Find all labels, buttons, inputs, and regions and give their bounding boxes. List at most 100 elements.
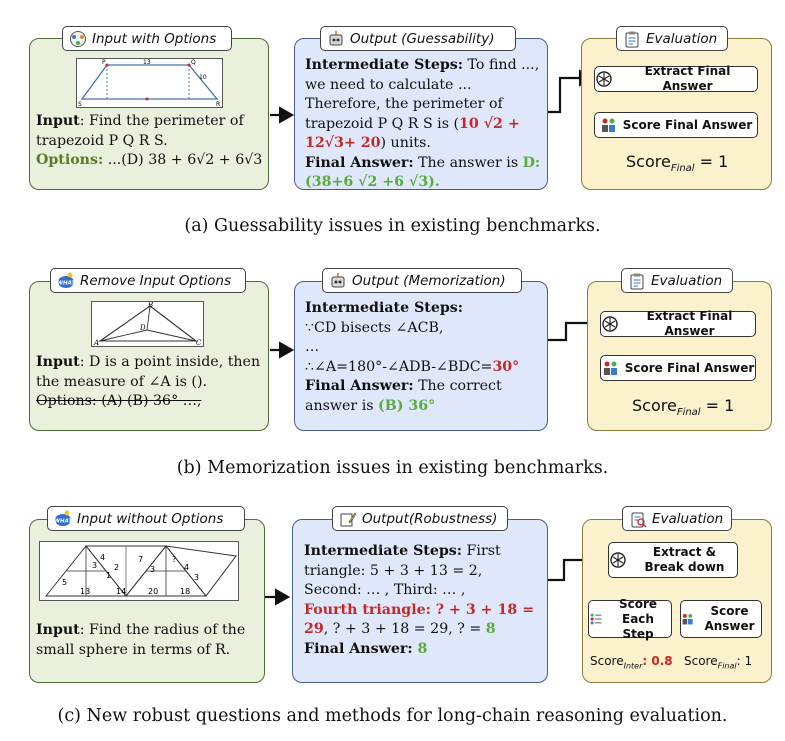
puzzle-num-q: ? [172, 555, 176, 564]
steps-red-a: 10 √2 + 12√3+ 20 [305, 115, 520, 152]
output-text-b: Intermediate Steps: ∵CD bisects ∠ACB, … … [305, 299, 543, 416]
fig-label-r: R [216, 101, 220, 107]
output-tag-c: Output(Robustness) [332, 506, 508, 531]
puzzle-num-4b: 4 [184, 563, 189, 572]
fig-label-10: 10 [199, 74, 207, 81]
puzzle-num-3a: 3 [92, 561, 97, 570]
input-label-c: Input [36, 622, 80, 638]
output-tag-c-label: Output(Robustness) [362, 510, 498, 527]
score-sub-b: Final [676, 407, 701, 419]
steps-line1-b: ∵CD bisects ∠ACB, [305, 319, 444, 336]
eval-tag-b: Evaluation [621, 268, 733, 293]
score-each-step-c: Score Each Step [588, 597, 672, 641]
input-tag-b-label: Remove Input Options [80, 272, 232, 289]
openai-icon [596, 71, 612, 87]
output-tag-b-label: Output (Memorization) [352, 272, 506, 289]
final-green-c: 8 [412, 640, 428, 657]
steps-line-end-c: , ? + 3 + 18 = 29, ? = [323, 621, 486, 637]
score-answer-c-label: Score Answer [704, 604, 755, 633]
step-list-icon [590, 613, 602, 625]
score-final-answer-a: Score Final Answer [594, 112, 758, 138]
clipboard-icon-b [630, 273, 644, 289]
steps-end-a: ) units. [380, 135, 431, 151]
puzzle-num-7: 7 [138, 555, 143, 564]
extract-final-answer-a: Extract Final Answer [594, 64, 758, 93]
score-answer-c: Score Answer [680, 600, 762, 638]
puzzle-num-4a: 4 [100, 553, 105, 562]
score-each-step-c-label: Score Each Step [618, 596, 658, 641]
input-text-c: Input: Find the radius of the small sphe… [36, 621, 262, 660]
extract-final-answer-a-label: Extract Final Answer [644, 64, 731, 93]
input-tag-c-label: Input without Options [77, 510, 224, 527]
openai-icon-c [610, 552, 626, 568]
scoring-people-icon-b [603, 361, 617, 375]
output-text-c: Intermediate Steps: First triangle: 5 + … [304, 542, 544, 659]
options-struck-b: Options: (A) (B) 36° …, [36, 393, 202, 409]
output-tag-a-label: Output (Guessability) [350, 30, 495, 47]
puzzle-num-3c: 3 [194, 573, 199, 582]
scoring-people-icon [601, 118, 615, 132]
options-text-a: ...(D) 38 + 6√2 + 6√3 [103, 152, 263, 168]
final-text-b: The correct answer is [305, 378, 502, 414]
robot-output-icon-b [331, 272, 345, 287]
score-word-a: Score [626, 152, 671, 171]
score-val-a: = 1 [694, 152, 729, 171]
input-tag-a-label: Input with Options [92, 30, 217, 47]
puzzle-num-2: 2 [114, 563, 119, 572]
fig-label-q: Q [191, 59, 196, 66]
steps-label-a: Intermediate Steps: [305, 57, 464, 73]
puzzle-num-13: 13 [80, 587, 90, 596]
score-word-b: Score [632, 396, 677, 415]
steps-red-b: 30° [492, 358, 520, 375]
input-question-a: : Find the perimeter of trapezoid P Q R … [36, 113, 244, 149]
final-green-a: D: (38+6 √2 +6 √3). [305, 154, 541, 191]
input-tag-a: Input with Options [62, 26, 232, 51]
input-text-b: Input: D is a point inside, then the mea… [36, 353, 266, 412]
steps-label-c: Intermediate Steps: [304, 543, 463, 559]
steps-line3-b: ∴∠A=180°-∠ADB-∠BDC= [305, 358, 493, 375]
score-final-b: ScoreFinal = 1 [632, 396, 734, 418]
eval-tag-b-label: Evaluation [651, 272, 723, 289]
score-inter-word: Score [590, 654, 624, 668]
input-question-b: : D is a point inside, then the measure … [36, 354, 261, 390]
triangles-puzzle-figure: 5 3 4 1 2 7 3 ? 4 3 13 14 20 18 [39, 541, 239, 601]
caption-c: (c) New robust questions and methods for… [57, 706, 728, 726]
score-final-a: ScoreFinal = 1 [626, 152, 728, 174]
final-green-b: (B) 36° [378, 397, 436, 414]
input-question-c: : Find the radius of the small sphere in… [36, 622, 246, 658]
steps-text-c: First triangle: 5 + 3 + 13 = 2, Second: … [304, 543, 501, 598]
eval-tag-a-label: Evaluation [646, 30, 718, 47]
fourth-triangle-red: Fourth triangle: ? + 3 + 18 = 29 [304, 601, 535, 638]
score-final-word-c: Score [684, 654, 718, 668]
score-final-answer-a-label: Score Final Answer [622, 117, 753, 132]
input-label-a: Input [36, 113, 80, 129]
extract-final-answer-b: Extract Final Answer [600, 309, 756, 338]
score-final-answer-b-label: Score Final Answer [624, 360, 755, 375]
fig-label-b: B [147, 302, 153, 309]
fig-label-13: 13 [143, 59, 151, 66]
input-tag-b: WHAT Remove Input Options [50, 268, 246, 293]
output-tag-a: Output (Guessability) [320, 26, 516, 51]
extract-final-answer-b-label: Extract Final Answer [646, 309, 733, 338]
final-label-a: Final Answer: [305, 154, 414, 171]
puzzle-num-5: 5 [62, 578, 67, 587]
openai-icon-b [602, 316, 618, 332]
steps-text-a: To find ..., we need to calculate ... Th… [305, 57, 540, 132]
eval-tag-c-label: Evaluation [652, 510, 724, 527]
scoring-people-icon-c [682, 613, 693, 625]
caption-a: (a) Guessability issues in existing benc… [184, 216, 601, 236]
final-label-c: Final Answer: [304, 640, 413, 657]
score-sub-a: Final [670, 163, 695, 175]
fig-label-p: P [102, 59, 106, 66]
eval-tag-a: Evaluation [616, 26, 728, 51]
trapezoid-figure: P Q R S 13 10 [76, 58, 223, 108]
output-text-a: Intermediate Steps: To find ..., we need… [305, 56, 543, 193]
puzzle-num-18: 18 [180, 587, 190, 596]
score-inter-c: ScoreInter: 0.8 [590, 654, 673, 670]
input-label-b: Input [36, 354, 80, 370]
clipboard-search-icon [631, 512, 647, 527]
puzzle-num-20: 20 [148, 587, 158, 596]
score-inter-val: : 0.8 [642, 654, 673, 668]
pen-output-icon [340, 512, 357, 526]
puzzle-num-1: 1 [106, 571, 111, 580]
